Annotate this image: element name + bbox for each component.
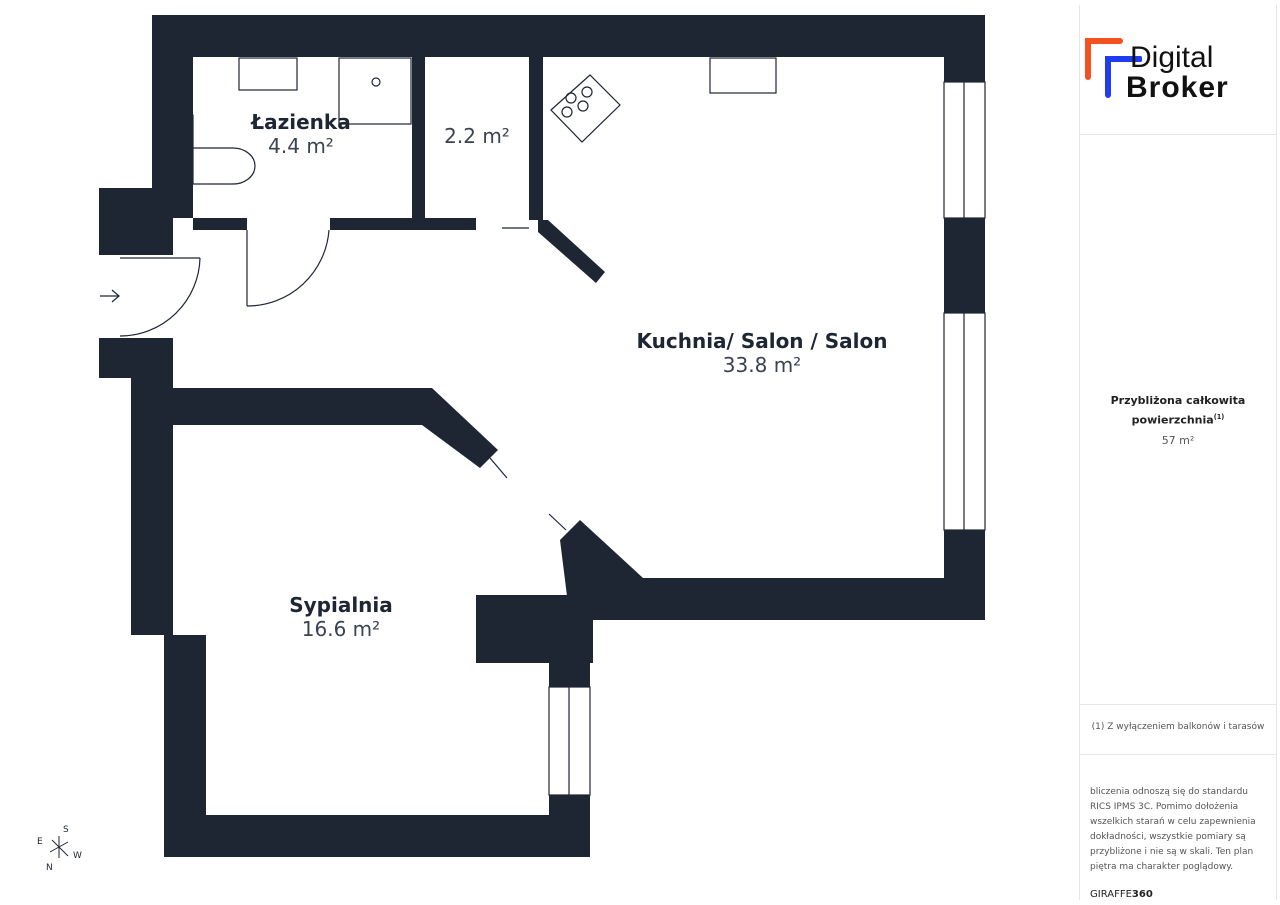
- windows-and-fixtures: [100, 57, 986, 796]
- disclaimer: bliczenia odnoszą się do standardu RICS …: [1080, 755, 1276, 902]
- room-lazienka: Łazienka 4.4 m²: [251, 110, 350, 158]
- compass-n: N: [46, 863, 53, 873]
- room-area: 4.4 m²: [268, 134, 334, 158]
- brand-a: GIRAFFE: [1090, 889, 1132, 900]
- room-storage: 2.2 m²: [444, 124, 510, 148]
- room-area: 16.6 m²: [301, 617, 381, 641]
- room-name: Sypialnia: [289, 593, 393, 617]
- room-area: 33.8 m²: [722, 353, 802, 377]
- logo-text-broker: Broker: [1126, 71, 1229, 104]
- compass-e: E: [37, 837, 43, 847]
- footnote-mark: (1): [1213, 412, 1225, 421]
- room-kuchnia-salon: Kuchnia/ Salon / Salon 33.8 m²: [636, 329, 887, 377]
- walls: [99, 15, 985, 857]
- logo: Digital Broker: [1080, 5, 1276, 135]
- total-heading: Przybliżona całkowita powierzchnia: [1110, 393, 1246, 427]
- logo-mark-icon: [1085, 38, 1142, 98]
- sidebar: Digital Broker Przybliżona całkowita pow…: [1079, 5, 1277, 900]
- room-name: Łazienka: [251, 110, 351, 134]
- compass-w: W: [73, 851, 82, 861]
- total-value: 57 m²: [1161, 434, 1195, 448]
- disclaimer-text: bliczenia odnoszą się do standardu RICS …: [1090, 787, 1256, 872]
- room-sypialnia: Sypialnia 16.6 m²: [289, 593, 393, 641]
- brand-b: 360: [1131, 889, 1153, 900]
- floor-plan: S E W N: [37, 15, 986, 873]
- compass-s: S: [63, 825, 69, 835]
- brand: GIRAFFE360: [1090, 887, 1266, 902]
- room-area: 2.2 m²: [444, 124, 510, 148]
- logo-text-digital: Digital: [1130, 41, 1214, 74]
- compass: S E W N: [37, 825, 82, 873]
- total-area: Przybliżona całkowita powierzchnia(1) 57…: [1080, 135, 1276, 705]
- footnote: (1) Z wyłączeniem balkonów i tarasów: [1080, 705, 1276, 755]
- room-name: Kuchnia/ Salon / Salon: [636, 329, 888, 353]
